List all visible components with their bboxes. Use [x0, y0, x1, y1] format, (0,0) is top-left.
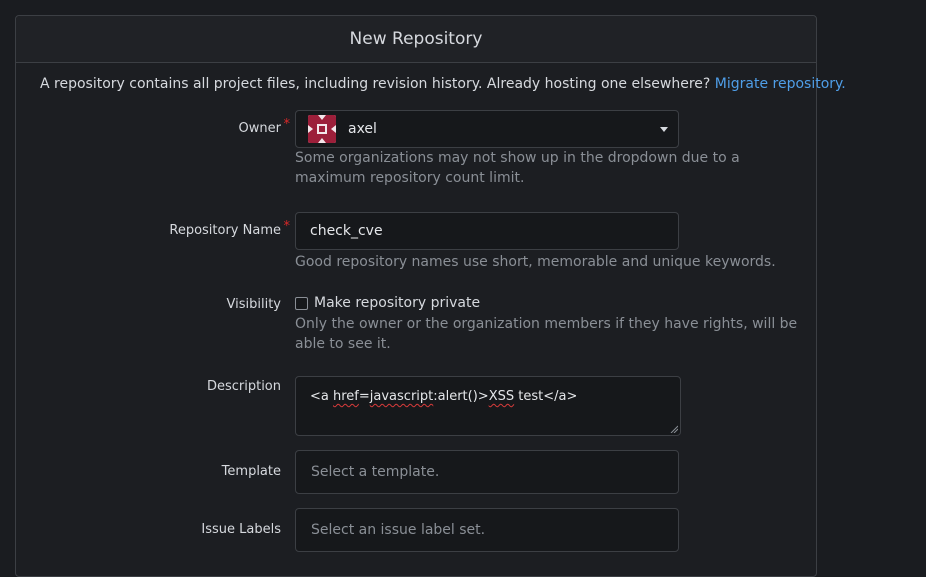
owner-label: Owner *: [238, 117, 290, 136]
description-text-part: :alert()>: [433, 389, 489, 404]
private-checkbox-row[interactable]: Make repository private: [295, 295, 480, 311]
panel-header: New Repository: [16, 16, 816, 63]
required-marker: *: [283, 219, 291, 234]
repository-name-value: check_cve: [310, 223, 383, 239]
owner-dropdown[interactable]: axel: [295, 110, 679, 148]
private-checkbox-label[interactable]: Make repository private: [314, 295, 481, 311]
visibility-label: Visibility: [226, 297, 281, 312]
repository-name-help: Good repository names use short, memorab…: [295, 254, 776, 270]
chevron-down-icon: [660, 127, 668, 132]
template-label: Template: [221, 464, 281, 479]
description-text-part: XSS: [488, 389, 515, 404]
new-repository-panel: New Repository A repository contains all…: [15, 15, 846, 577]
issue-labels-dropdown[interactable]: Select an issue label set.: [295, 508, 679, 552]
template-dropdown[interactable]: Select a template.: [295, 450, 679, 494]
required-marker: *: [283, 117, 291, 132]
migrate-repository-link[interactable]: Migrate repository.: [714, 76, 846, 92]
repository-name-input[interactable]: check_cve: [295, 212, 679, 250]
visibility-help: Only the owner or the organization membe…: [295, 316, 798, 352]
owner-label-text: Owner: [238, 121, 281, 136]
description-text-part: javascript: [369, 389, 434, 404]
description-text-part: test</a>: [514, 389, 578, 404]
repository-name-label: Repository Name *: [169, 219, 290, 238]
description-label: Description: [206, 379, 281, 394]
owner-help: Some organizations may not show up in th…: [295, 150, 740, 186]
owner-avatar: [308, 115, 336, 143]
private-checkbox[interactable]: [295, 296, 308, 310]
template-placeholder: Select a template.: [311, 464, 440, 480]
issue-labels-label: Issue Labels: [201, 522, 281, 537]
resize-grip-icon[interactable]: [670, 425, 678, 433]
issue-labels-placeholder: Select an issue label set.: [311, 522, 486, 538]
repository-name-label-text: Repository Name: [169, 223, 281, 238]
description-text-part: <a: [310, 389, 333, 404]
owner-value: axel: [348, 121, 377, 137]
description-textarea[interactable]: <a href=javascript:alert()>XSS test</a>: [295, 376, 681, 436]
description-text-part: href: [333, 389, 359, 404]
intro-text: A repository contains all project files,…: [40, 76, 846, 92]
page-title: New Repository: [349, 29, 483, 49]
description-text-part: =: [358, 389, 370, 404]
intro-description: A repository contains all project files,…: [40, 76, 711, 92]
